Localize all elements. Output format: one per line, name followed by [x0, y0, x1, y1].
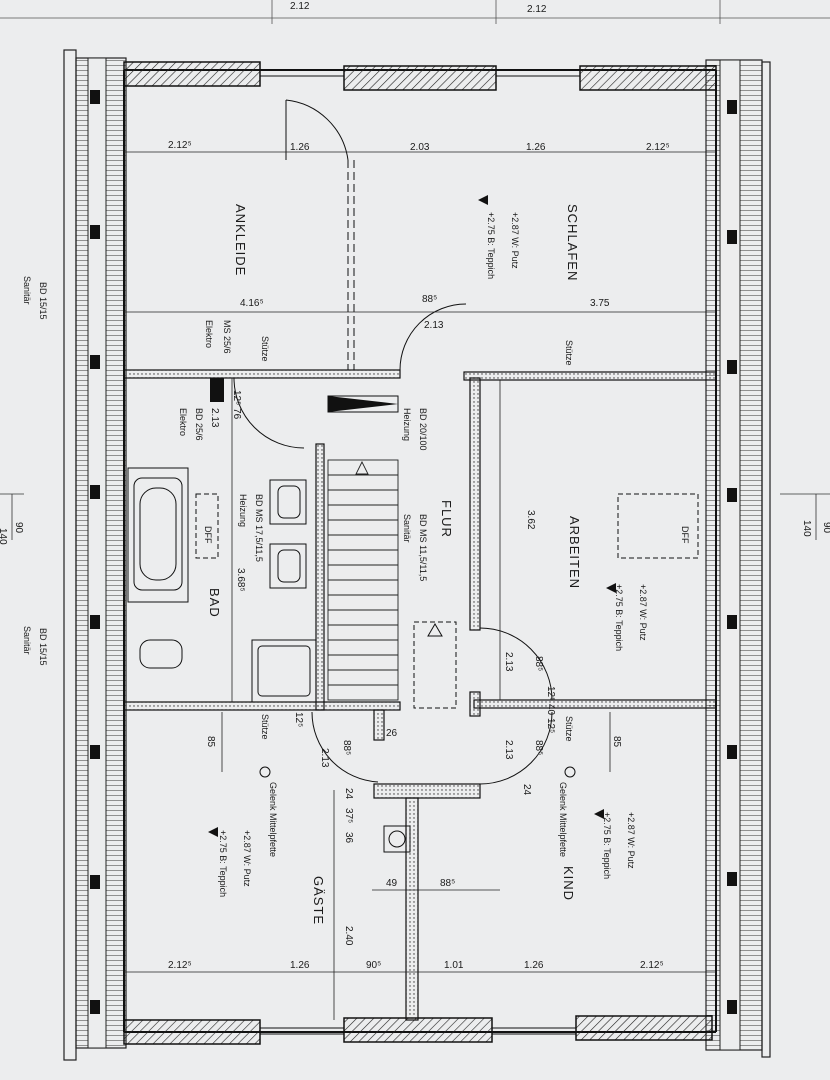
dim-26: 26 — [386, 728, 398, 739]
top-walls — [123, 61, 717, 91]
note-heizung-bd-label: Heizung — [402, 408, 412, 441]
note-sanitaer-label-2: Sanitär — [22, 626, 32, 655]
dim-240: 2.40 — [343, 926, 354, 946]
dim-bad-width: 3.68⁵ — [235, 568, 246, 592]
top-label-right: 2.12 — [527, 4, 547, 15]
dim-125-b: 12⁵ — [545, 718, 556, 733]
dim-49: 49 — [386, 878, 398, 889]
bathroom-fixtures — [127, 467, 411, 853]
room-label-gaeste: GÄSTE — [311, 876, 326, 925]
note-sanitaer-label-1: Sanitär — [22, 276, 32, 305]
dim-bottom-4: 1.01 — [444, 960, 464, 971]
note-sanitaer-bd-1: BD 15/15 — [38, 282, 48, 320]
dim-375: 37⁵ — [343, 808, 354, 823]
room-label-flur: FLUR — [439, 500, 454, 538]
dim-arbeiten-height: 3.62 — [525, 510, 536, 530]
note-schlafen-2: +2.75 B: Teppich — [486, 212, 496, 279]
note-elektro-bd: BD 25/6 — [194, 408, 204, 441]
dim-top-3: 2.03 — [410, 142, 430, 153]
note-sanitaer-bd-2: BD 15/15 — [38, 628, 48, 666]
dim-24-right: 24 — [521, 784, 532, 796]
note-bad-ms: BD MS 17,5/11,5 — [254, 494, 264, 562]
stairs — [327, 459, 399, 701]
dim-885-top: 88⁵ — [422, 294, 437, 305]
note-kind-2: +2.75 B: Teppich — [602, 812, 612, 879]
note-stuetze-1: Stütze — [260, 336, 270, 362]
room-label-schlafen: SCHLAFEN — [565, 204, 580, 281]
stuetze-symbols — [259, 766, 576, 778]
note-schlafen-1: +2.87 W: Putz — [510, 212, 520, 269]
note-elektro-ms-label: Elektro — [204, 320, 214, 348]
side-dim-90-left: 90 — [13, 522, 24, 534]
flur-opening — [413, 621, 457, 709]
dff-label-bad: DFF — [203, 526, 213, 544]
room-label-arbeiten: ARBEITEN — [567, 516, 582, 589]
note-flur-ms: BD MS 11,5/11,5 — [418, 514, 428, 581]
dim-bottom-1: 2.12⁵ — [168, 960, 192, 971]
dim-125-a: 12⁵ — [545, 686, 556, 701]
dim-top-5: 2.12⁵ — [646, 142, 670, 153]
interior-walls — [123, 369, 717, 1021]
note-arbeiten-2: +2.75 B: Teppich — [614, 584, 624, 651]
dff-label-arbeiten: DFF — [680, 526, 690, 544]
dim-213-top: 2.13 — [424, 320, 444, 331]
note-bad-ms-label: Heizung — [238, 494, 248, 527]
dim-top-4: 1.26 — [526, 142, 546, 153]
room-label-ankleide: ANKLEIDE — [233, 204, 248, 276]
left-eave — [63, 49, 127, 1061]
note-stuetze-3: Stütze — [260, 714, 270, 740]
dim-885-gaeste: 88⁵ — [341, 740, 352, 755]
dim-bottom-3: 90⁵ — [366, 960, 381, 971]
room-label-kind: KIND — [561, 866, 576, 901]
dim-24: 24 — [343, 788, 354, 800]
door-swings — [233, 99, 553, 785]
elevation-markers — [208, 195, 616, 837]
note-gaeste-2: +2.75 B: Teppich — [218, 830, 228, 897]
dim-top-1: 2.12⁵ — [168, 140, 192, 151]
room-label-bad: BAD — [207, 588, 222, 618]
side-dim-marks — [0, 493, 830, 540]
note-gelenk-right: Gelenk Mittelpfette — [558, 782, 568, 857]
dim-36: 36 — [343, 832, 354, 844]
dff-windows — [195, 493, 699, 559]
dim-125-76: 12⁵ 76 — [231, 390, 242, 420]
note-gaeste-1: +2.87 W: Putz — [242, 830, 252, 887]
dim-885-kind: 88⁵ — [533, 740, 544, 755]
note-kind-1: +2.87 W: Putz — [626, 812, 636, 869]
bottom-walls — [123, 1015, 713, 1045]
dim-213-arbeiten: 2.13 — [503, 652, 514, 672]
dim-213-kind: 2.13 — [503, 740, 514, 760]
dim-885-center: 88⁵ — [440, 878, 455, 889]
dim-85-right: 85 — [611, 736, 622, 748]
dim-213-gaeste: 2.13 — [319, 748, 330, 768]
note-stuetze-4: Stütze — [564, 716, 574, 742]
dim-85-left: 85 — [205, 736, 216, 748]
dim-bottom-5: 1.26 — [524, 960, 544, 971]
note-arbeiten-1: +2.87 W: Putz — [638, 584, 648, 641]
note-stuetze-2: Stütze — [564, 340, 574, 366]
dim-top-2: 1.26 — [290, 142, 310, 153]
dim-mid-left: 4.16⁵ — [240, 298, 264, 309]
note-flur-ms-label: Sanitär — [402, 514, 412, 543]
dim-mid-right: 3.75 — [590, 298, 610, 309]
note-gelenk-left: Gelenk Mittelpfette — [268, 782, 278, 857]
dim-213-bad: 2.13 — [209, 408, 220, 428]
side-dim-140-left: 140 — [0, 528, 8, 545]
dim-125-c: 12⁵ — [293, 712, 304, 727]
side-dim-90-right: 90 — [821, 522, 830, 534]
dim-40: 40 — [545, 704, 556, 716]
top-label-left: 2.12 — [290, 1, 310, 12]
dim-885-arbeiten: 88⁵ — [533, 656, 544, 671]
dimension-lines — [124, 151, 716, 1020]
note-elektro-bd-label: Elektro — [178, 408, 188, 436]
dim-bottom-6: 2.12⁵ — [640, 960, 664, 971]
dim-bottom-2: 1.26 — [290, 960, 310, 971]
side-dim-140-right: 140 — [801, 520, 812, 537]
note-heizung-bd: BD 20/100 — [418, 408, 428, 451]
elektro-shaft — [210, 378, 224, 402]
note-elektro-ms: MS 25/6 — [222, 320, 232, 354]
